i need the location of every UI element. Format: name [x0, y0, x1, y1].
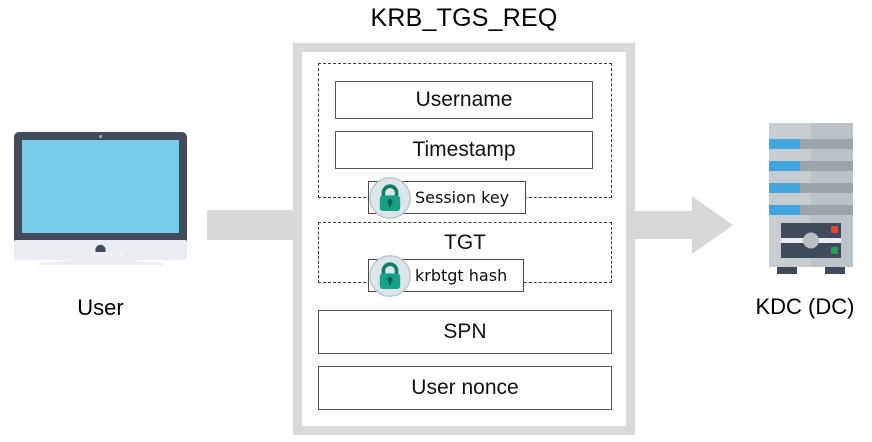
- field-tgt: TGT: [444, 231, 486, 254]
- user-to-packet-band: [207, 210, 295, 240]
- desktop-monitor-icon: [14, 132, 187, 268]
- field-spn: SPN: [318, 310, 612, 354]
- user-node: [8, 130, 193, 268]
- session-key-label: Session key: [368, 181, 527, 214]
- packet-to-kdc-arrow: [630, 196, 733, 254]
- session-key-chip: Session key: [368, 177, 527, 219]
- server-tower-icon: [769, 123, 853, 274]
- page-title: KRB_TGS_REQ: [370, 4, 558, 32]
- krbtgt-hash-label: krbtgt hash: [368, 259, 525, 292]
- krbtgt-hash-chip: krbtgt hash: [368, 255, 525, 297]
- kdc-node-label: KDC (DC): [755, 294, 855, 319]
- field-user-nonce: User nonce: [318, 366, 612, 410]
- user-node-label: User: [77, 295, 124, 320]
- kdc-node: [763, 123, 859, 281]
- field-username: Username: [335, 81, 593, 119]
- field-timestamp: Timestamp: [335, 131, 593, 169]
- arrow-right-icon: [630, 196, 733, 254]
